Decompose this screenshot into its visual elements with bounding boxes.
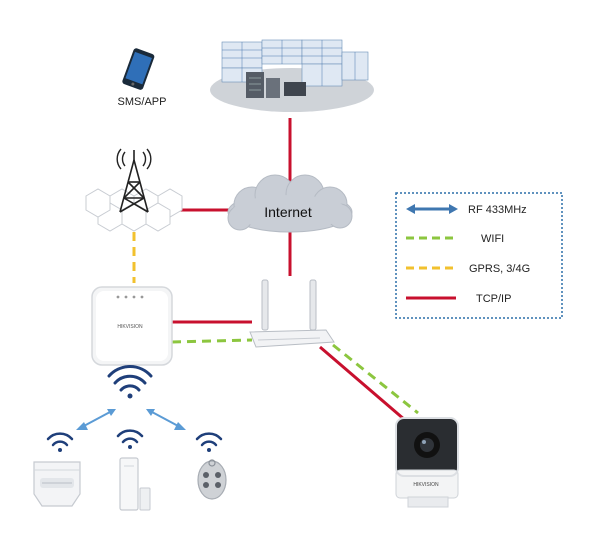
sms-app-label: SMS/APP <box>118 96 167 108</box>
link-hub-router-wifi <box>171 338 253 344</box>
legend-wifi-label: WIFI <box>481 233 504 245</box>
door-rf-signal-icon <box>116 429 144 449</box>
camera-brand-label: HIKVISION <box>413 482 439 488</box>
internet-label: Internet <box>264 204 312 220</box>
legend-tcpip-label: TCP/IP <box>476 293 511 305</box>
monitoring-center-icon <box>210 39 374 112</box>
internet-cloud-icon: Internet <box>227 174 353 233</box>
link-router-camera-tcp <box>319 345 406 422</box>
rf-arrow-left <box>76 409 116 430</box>
ip-camera-icon: HIKVISION <box>395 417 459 508</box>
legend-rf-symbol <box>406 204 458 214</box>
hub-rf-signal-icon <box>107 365 153 399</box>
door-contact-icon <box>119 457 151 511</box>
hub-brand-label: HIKVISION <box>117 324 143 330</box>
keyfob-icon <box>197 459 227 500</box>
link-router-camera-wifi <box>332 343 419 415</box>
wifi-router-icon <box>249 279 335 348</box>
cell-tower-icon <box>85 148 183 232</box>
smartphone-icon <box>122 48 155 90</box>
alarm-hub-icon: HIKVISION <box>91 286 173 366</box>
keyfob-rf-signal-icon <box>195 432 223 452</box>
pir-detector-icon <box>33 461 81 507</box>
pir-rf-signal-icon <box>46 432 74 452</box>
legend-gprs-label: GPRS, 3/4G <box>469 263 530 275</box>
legend-rf-label: RF 433MHz <box>468 204 527 216</box>
legend: RF 433MHz WIFI GPRS, 3/4G TCP/IP <box>395 192 563 319</box>
rf-arrow-right <box>146 409 186 430</box>
